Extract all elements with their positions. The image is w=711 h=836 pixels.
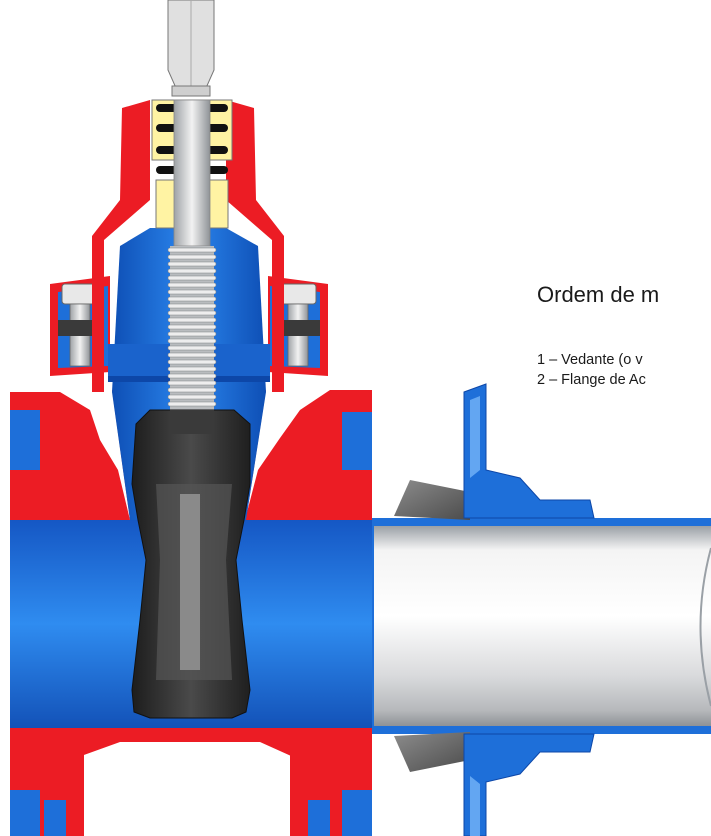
stem-thread-turn — [167, 254, 217, 260]
valve-body — [10, 100, 372, 836]
stem-thread-turn — [167, 331, 217, 337]
pipe — [374, 526, 711, 726]
stem-thread-turn — [167, 268, 217, 274]
stem-thread-turn — [167, 282, 217, 288]
stem-thread — [167, 246, 217, 410]
assembly-step-1: 1 – Vedante (o v — [537, 352, 643, 368]
body-shell-upper — [44, 390, 330, 520]
left-flange-bolt-top — [10, 410, 40, 470]
bonnet-bolt-left — [58, 283, 102, 367]
wedge-nut — [170, 410, 214, 434]
bonnet-bolt-right — [276, 283, 320, 367]
left-flange-bolt-bottom — [10, 790, 40, 836]
coupling-flange-bottom-inner — [470, 776, 480, 836]
coupling-flange-bottom — [463, 733, 595, 836]
assembly-order-title: Ordem de m — [537, 282, 660, 307]
gasket-top — [394, 480, 470, 520]
right-flange-bolt-top — [342, 412, 372, 470]
stem-assembly — [151, 0, 233, 410]
stem-thread-turn — [167, 317, 217, 323]
stem-thread-turn — [167, 394, 217, 400]
pipe-assembly — [372, 383, 711, 836]
coupling-flange-top-inner — [470, 396, 480, 478]
stem-thread-turn — [167, 247, 217, 253]
stem-thread-turn — [167, 387, 217, 393]
right-flange-bolt-bottom — [342, 790, 372, 836]
stem-thread-turn — [167, 289, 217, 295]
assembly-step-2: 2 – Flange de Ac — [537, 372, 646, 388]
bottom-blue-left — [44, 800, 66, 836]
stem-thread-turn — [167, 401, 217, 407]
stem-thread-turn — [167, 345, 217, 351]
bonnet-outer — [92, 100, 284, 392]
stem-thread-turn — [167, 366, 217, 372]
stem-thread-turn — [167, 296, 217, 302]
stem-thread-turn — [167, 338, 217, 344]
stem-collar — [171, 85, 211, 97]
stem-thread-turn — [167, 275, 217, 281]
right-flange — [330, 390, 372, 836]
gasket-bottom — [394, 732, 470, 772]
stem-thread-turn — [167, 352, 217, 358]
bottom-blue-right — [308, 800, 330, 836]
stem-thread-turn — [167, 324, 217, 330]
stem-thread-turn — [167, 380, 217, 386]
stem-shaft — [173, 99, 211, 247]
wedge-slot — [180, 494, 200, 670]
gate-wedge — [131, 409, 251, 719]
stem-thread-turn — [167, 261, 217, 267]
stem-thread-turn — [167, 310, 217, 316]
stem-thread-turn — [167, 359, 217, 365]
coupling-flange-top — [463, 383, 595, 519]
stem-thread-turn — [167, 373, 217, 379]
left-flange — [10, 392, 44, 836]
stem-thread-turn — [167, 303, 217, 309]
pipe-end-curve — [699, 547, 711, 707]
